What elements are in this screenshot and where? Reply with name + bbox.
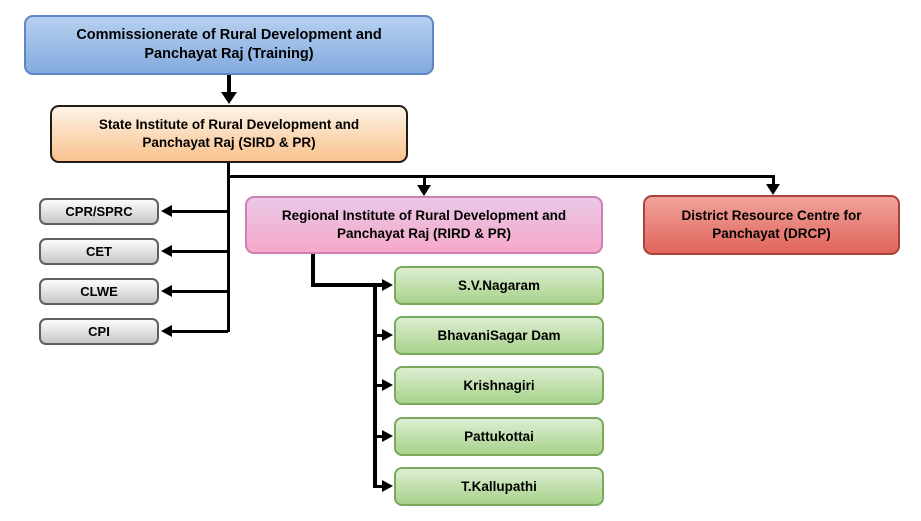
node-bhavanisagar-dam: BhavaniSagar Dam	[394, 316, 604, 355]
connector-to-drcp	[772, 175, 775, 186]
node-clwe: CLWE	[39, 278, 159, 305]
node-sird: State Institute of Rural Development and…	[50, 105, 408, 163]
arrowhead-right-t-kallupathi	[382, 480, 393, 492]
node-drcp: District Resource Centre for Panchayat (…	[643, 195, 900, 255]
node-pattukottai: Pattukottai	[394, 417, 604, 456]
arrowhead-right-pattukottai	[382, 430, 393, 442]
node-cpi: CPI	[39, 318, 159, 345]
connector-sird-bus	[227, 175, 775, 178]
node-cet: CET	[39, 238, 159, 265]
connector-to-krishnagiri	[373, 384, 384, 387]
connector-to-rird	[423, 175, 426, 187]
node-rird: Regional Institute of Rural Development …	[245, 196, 603, 254]
arrowhead-down-rird	[417, 185, 431, 196]
arrowhead-right-krishnagiri	[382, 379, 393, 391]
arrowhead-left-cpi	[161, 325, 172, 337]
node-sv-nagaram: S.V.Nagaram	[394, 266, 604, 305]
connector-to-t-kallupathi	[373, 485, 384, 488]
connector-to-clwe	[170, 290, 228, 293]
connector-root-to-sird	[227, 75, 231, 93]
arrowhead-down-sird	[221, 92, 237, 104]
arrowhead-left-cet	[161, 245, 172, 257]
arrowhead-down-drcp	[766, 184, 780, 195]
arrowhead-left-cpr-sprc	[161, 205, 172, 217]
arrowhead-left-clwe	[161, 285, 172, 297]
node-t-kallupathi: T.Kallupathi	[394, 467, 604, 506]
connector-to-pattukottai	[373, 435, 384, 438]
node-cpr-sprc: CPR/SPRC	[39, 198, 159, 225]
node-commissionerate: Commissionerate of Rural Development and…	[24, 15, 434, 75]
connector-to-sv-nagaram	[311, 283, 382, 287]
connector-to-cpr-sprc	[170, 210, 228, 213]
connector-to-cpi	[170, 330, 228, 333]
node-krishnagiri: Krishnagiri	[394, 366, 604, 405]
arrowhead-right-bhavanisagar	[382, 329, 393, 341]
connector-to-cet	[170, 250, 228, 253]
connector-rird-descender	[311, 254, 315, 287]
connector-to-bhavanisagar	[373, 334, 384, 337]
connector-sird-trunk	[227, 163, 230, 332]
arrowhead-right-sv-nagaram	[382, 279, 393, 291]
